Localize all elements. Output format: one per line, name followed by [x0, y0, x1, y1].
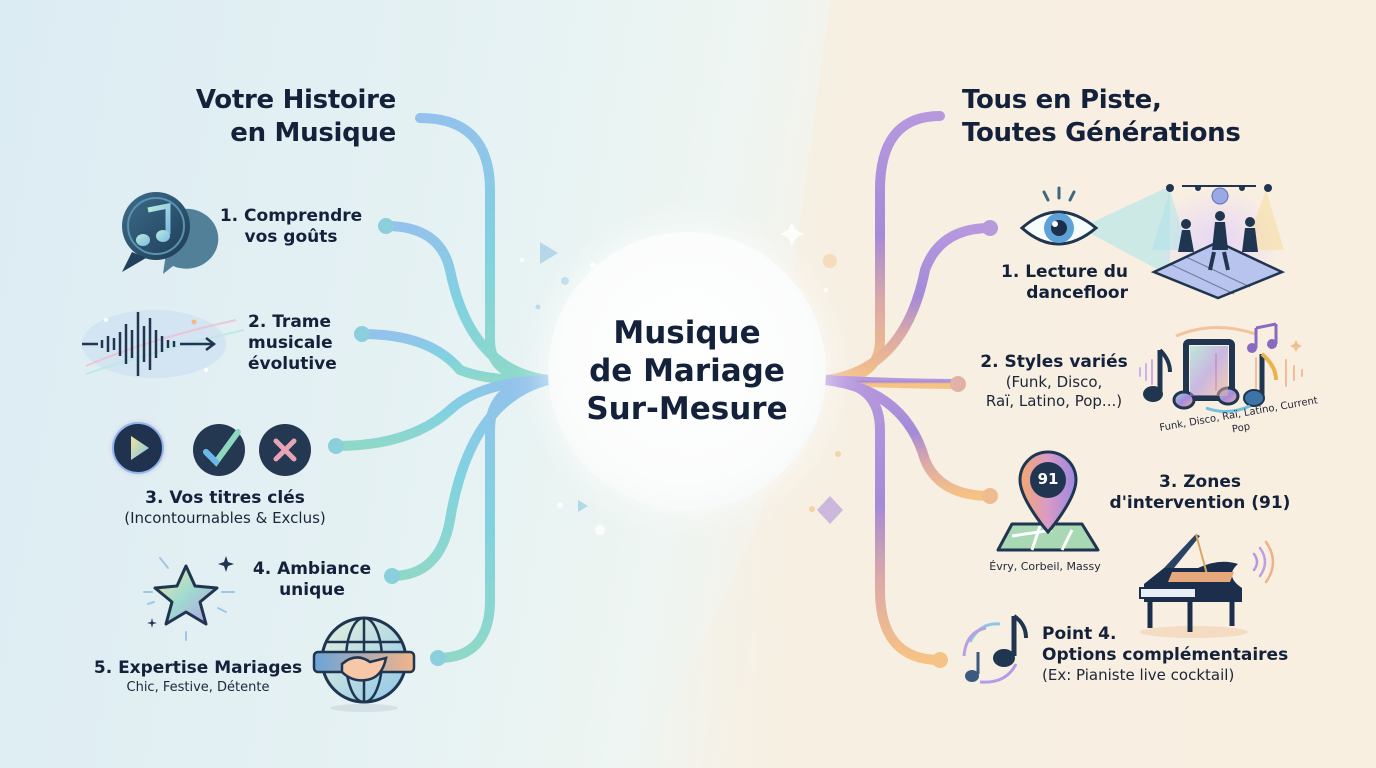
right-item-2-label: 2. Styles variés (Funk, Disco, Raï, Lati… — [972, 352, 1136, 411]
grand-piano-icon — [1134, 528, 1284, 642]
right-item-2-title: 2. Styles variés — [980, 352, 1128, 372]
confetti — [520, 222, 843, 535]
right-item-4-line-1: Point 4. — [1042, 624, 1117, 644]
central-topic-title: Musique de Mariage Sur-Mesure — [586, 314, 787, 428]
map-pin-icon — [992, 450, 1102, 558]
central-line-3: Sur-Mesure — [586, 391, 788, 427]
left-branch-title: Votre Histoire en Musique — [150, 84, 396, 150]
play-icon — [108, 418, 168, 482]
right-item-1-line-2: dancefloor — [1026, 283, 1128, 303]
sparkle-star-icon — [140, 548, 248, 644]
left-item-5-subtitle: Chic, Festive, Détente — [126, 680, 270, 695]
right-item-2-sub-2: Raï, Latino, Pop...) — [985, 392, 1123, 410]
right-item-2-sub-1: (Funk, Disco, — [1005, 373, 1103, 391]
dancefloor-icon — [1148, 180, 1288, 302]
left-item-2-line-3: évolutive — [248, 354, 337, 374]
right-title-line-1: Tous en Piste, — [962, 85, 1162, 115]
left-item-5-title: 5. Expertise Mariages — [93, 658, 303, 678]
check-icon — [192, 422, 248, 482]
right-item-1-label: 1. Lecture du dancefloor — [980, 262, 1128, 304]
sound-wave-arrow-icon — [76, 300, 246, 388]
music-note-swirl-icon — [956, 612, 1032, 692]
left-item-1-line-1: 1. Comprendre — [219, 206, 363, 226]
right-item-4-subtitle: (Ex: Pianiste live cocktail) — [1042, 666, 1235, 684]
right-item-4-label: Point 4. Options complémentaires (Ex: Pi… — [1042, 624, 1322, 685]
left-item-4-line-2: unique — [279, 580, 345, 600]
eye-icon — [1019, 186, 1170, 276]
left-title-line-1: Votre Histoire — [195, 85, 396, 115]
left-item-2-line-2: musicale — [248, 333, 333, 353]
right-item-3-line-1: 3. Zones — [1159, 472, 1241, 492]
left-item-4-label: 4. Ambiance unique — [244, 559, 380, 601]
right-item-1-line-1: 1. Lecture du — [1001, 262, 1128, 282]
left-item-1-line-2: vos goûts — [244, 227, 338, 247]
map-pin-number: 91 — [1037, 470, 1059, 488]
cross-icon — [258, 422, 314, 482]
left-connector-lines — [331, 113, 553, 663]
left-item-2-line-1: 2. Trame — [248, 312, 332, 332]
map-caption: Évry, Corbeil, Massy — [989, 560, 1101, 573]
central-line-2: de Mariage — [589, 353, 785, 389]
left-item-3-subtitle: (Incontournables & Exclus) — [124, 509, 326, 527]
right-connector-dots — [932, 220, 998, 668]
left-item-3-title: 3. Vos titres clés — [145, 488, 305, 508]
left-connector-dots — [328, 218, 446, 666]
chat-music-note-icon — [110, 186, 219, 282]
left-item-5-label: 5. Expertise Mariages Chic, Festive, Dét… — [74, 658, 322, 697]
music-notes-icon — [1136, 320, 1322, 430]
right-branch-title: Tous en Piste, Toutes Générations — [962, 84, 1282, 150]
globe-handshake-icon — [312, 612, 416, 716]
left-item-3-label: 3. Vos titres clés (Incontournables & Ex… — [60, 488, 390, 528]
right-item-3-label: 3. Zones d'intervention (91) — [1100, 472, 1300, 514]
left-item-4-line-1: 4. Ambiance — [252, 559, 372, 579]
left-item-1-label: 1. Comprendre vos goûts — [212, 206, 370, 248]
left-title-line-2: en Musique — [230, 118, 396, 148]
right-item-3-line-2: d'intervention (91) — [1109, 493, 1291, 513]
central-line-1: Musique — [613, 315, 761, 351]
right-title-line-2: Toutes Générations — [962, 118, 1241, 148]
right-item-4-line-2: Options complémentaires — [1042, 645, 1289, 665]
central-topic: Musique de Mariage Sur-Mesure — [548, 232, 826, 510]
left-item-2-label: 2. Trame musicale évolutive — [248, 312, 368, 375]
right-connector-lines — [821, 111, 995, 665]
